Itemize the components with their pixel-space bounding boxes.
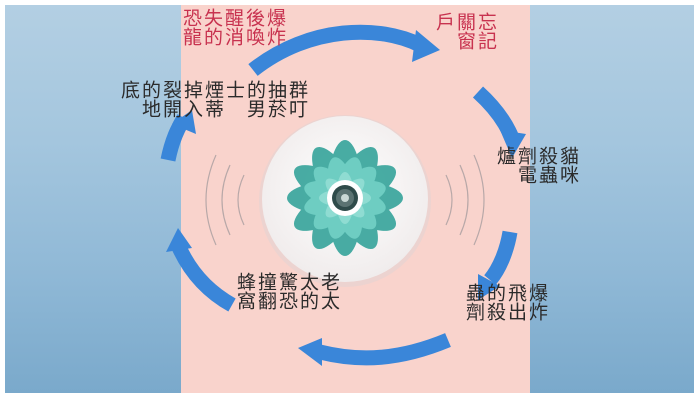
flower-icon xyxy=(287,140,403,256)
arrow-heads xyxy=(166,30,526,366)
arrow-bottom xyxy=(318,333,451,366)
arrowhead-top xyxy=(412,30,440,62)
left-background-band xyxy=(5,5,181,393)
sound-waves-right xyxy=(445,154,485,246)
arrow-left-lower xyxy=(171,241,236,312)
arrowhead-right-upper xyxy=(500,130,526,158)
arrow-right-lower xyxy=(484,230,518,285)
arrowhead-left-lower xyxy=(166,228,192,252)
sound-waves-left xyxy=(205,154,245,246)
right-background-band xyxy=(530,5,694,393)
arrowhead-right-lower xyxy=(478,274,500,300)
step-granny-label: 老太 太的 驚恐 撞翻 蜂窩 xyxy=(234,272,340,310)
arrowhead-bottom xyxy=(298,338,322,366)
step-spray-label: 貓咪 殺蟲 劑電 爐 xyxy=(494,146,579,184)
step-window-label: 忘記 關窗 戶 xyxy=(433,12,497,50)
step-smoker-label: 群叮 抽菸 的男 士 煙蒂 掉入 裂開 的地 底 xyxy=(118,80,308,118)
arrow-top xyxy=(248,24,424,76)
step-alarm-label: 爆炸 後喚 醒消 失的 恐龍 xyxy=(180,8,286,46)
step-explode-label: 爆炸 飛出 的殺 蟲劑 xyxy=(463,283,548,321)
arrowhead-left-upper xyxy=(172,110,196,134)
